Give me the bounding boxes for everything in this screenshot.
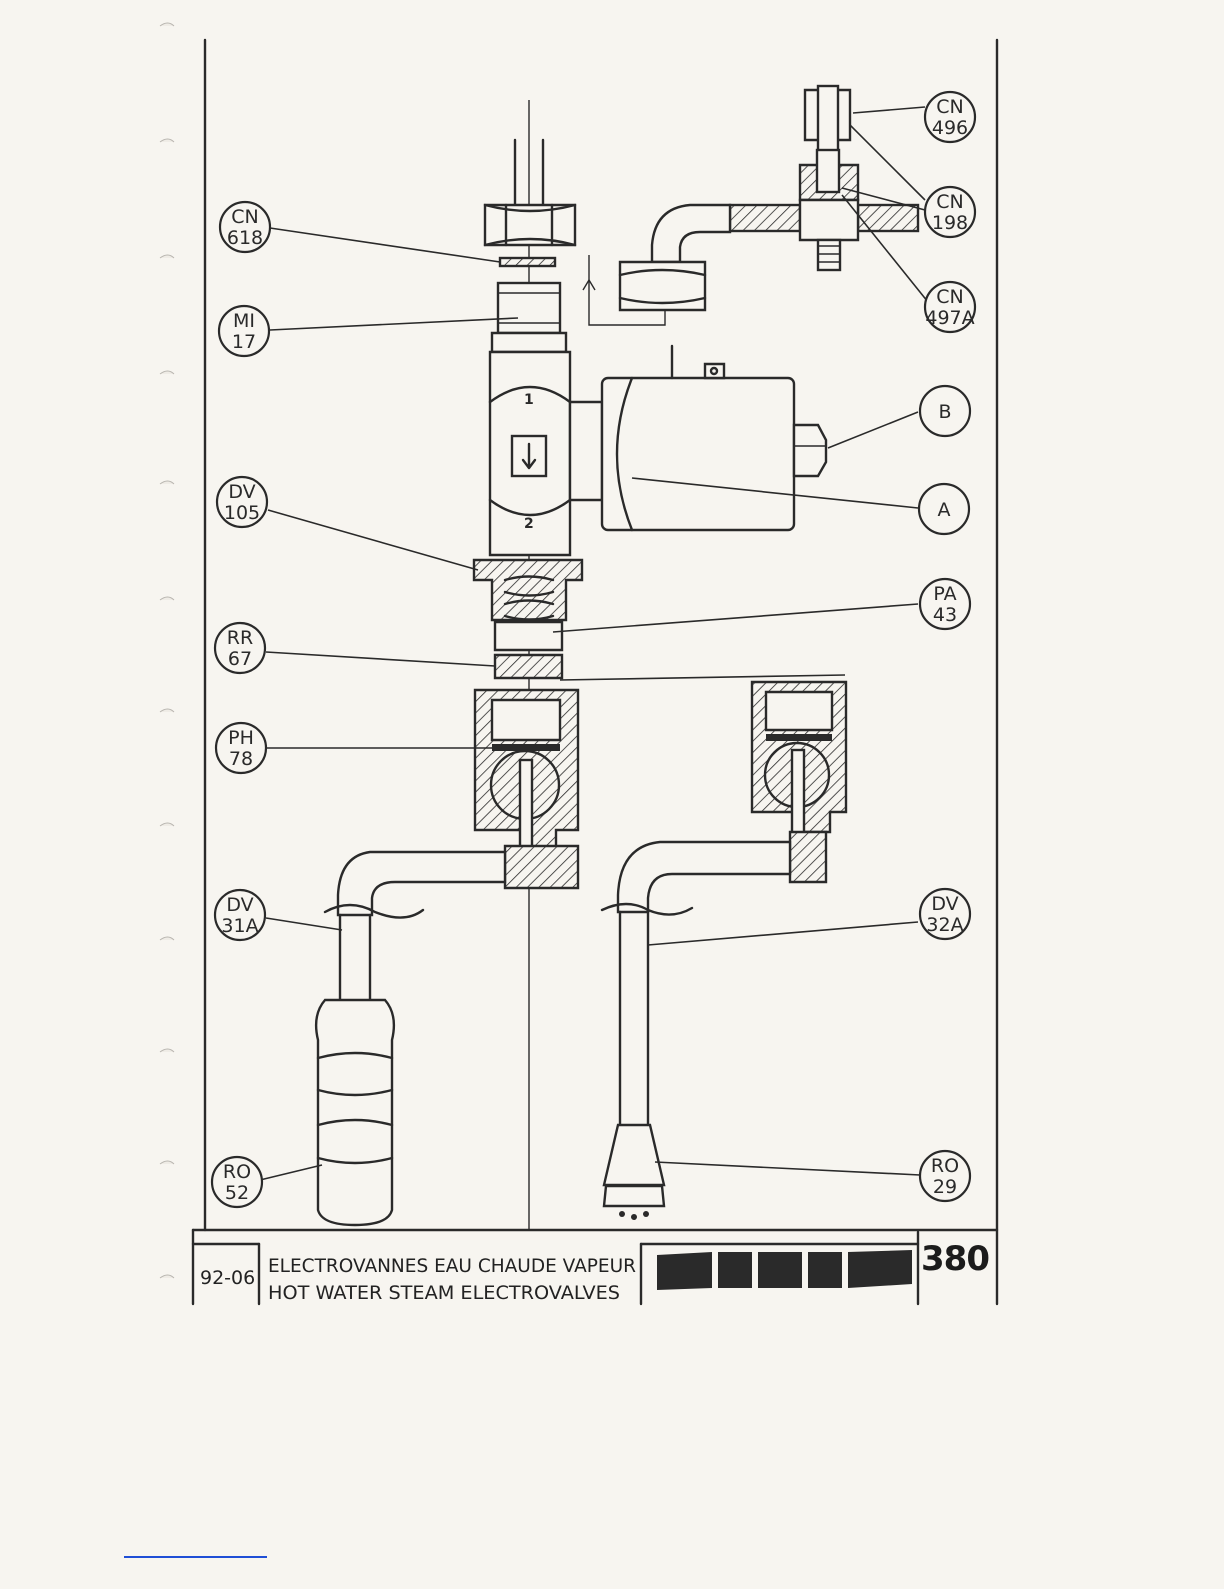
svg-text:PH: PH [228,727,254,749]
brand-logo [657,1250,912,1290]
title-french: ELECTROVANNES EAU CHAUDE VAPEUR [268,1255,636,1277]
connector-assembly [620,86,918,310]
steam-nozzle-ro29 [604,1125,664,1220]
svg-text:496: 496 [932,117,968,139]
svg-text:CN: CN [936,191,963,213]
svg-text:DV: DV [228,481,255,503]
svg-text:29: 29 [933,1176,957,1198]
svg-text:DV: DV [226,894,253,916]
svg-text:CN: CN [936,96,963,118]
svg-text:32A: 32A [926,914,963,936]
svg-text:CN: CN [231,206,258,228]
callout-a: A [919,484,969,534]
svg-text:198: 198 [932,212,968,234]
svg-text:43: 43 [933,604,957,626]
steam-wand-elbow [602,832,826,915]
svg-text:618: 618 [227,227,263,249]
svg-text:RO: RO [223,1161,251,1183]
svg-text:17: 17 [232,331,256,353]
drawing-code: 92-06 [200,1267,255,1289]
svg-text:B: B [938,401,951,423]
fitting-mi17-part [492,283,566,352]
svg-text:52: 52 [225,1182,249,1204]
hw-wand-elbow [325,846,578,918]
steam-tap-body [752,682,846,840]
ring-nut-dv105 [474,560,582,620]
union-nut-top [485,205,575,245]
inlet-mark: 1 [524,392,534,408]
steam-wand-tube [620,912,648,1125]
svg-text:RO: RO [931,1155,959,1177]
hw-tap-body [475,690,578,862]
retainer-rr67 [495,622,562,678]
title-english: HOT WATER STEAM ELECTROVALVES [268,1282,620,1304]
coil-nut-b [794,425,826,476]
outlet-mark: 2 [524,516,534,532]
binder-holes [160,23,174,1278]
svg-text:RR: RR [227,627,253,649]
svg-text:31A: 31A [221,915,258,937]
svg-text:PA: PA [933,583,956,605]
valve-body: 1 2 [490,352,602,555]
gasket-cn618-part [500,258,555,266]
handle-ro52 [316,1000,394,1225]
svg-text:67: 67 [228,648,252,670]
solenoid-coil-a [602,346,794,530]
svg-text:497A: 497A [925,307,974,329]
svg-text:A: A [938,499,951,521]
title-block: 92-06 ELECTROVANNES EAU CHAUDE VAPEUR HO… [193,1232,989,1304]
svg-text:MI: MI [233,310,255,332]
svg-text:105: 105 [224,502,260,524]
svg-text:CN: CN [936,286,963,308]
footer-link-underline[interactable] [124,1556,267,1558]
svg-text:DV: DV [931,893,958,915]
page-number: 380 [921,1239,989,1279]
callout-b: B [920,386,970,436]
svg-text:78: 78 [229,748,253,770]
